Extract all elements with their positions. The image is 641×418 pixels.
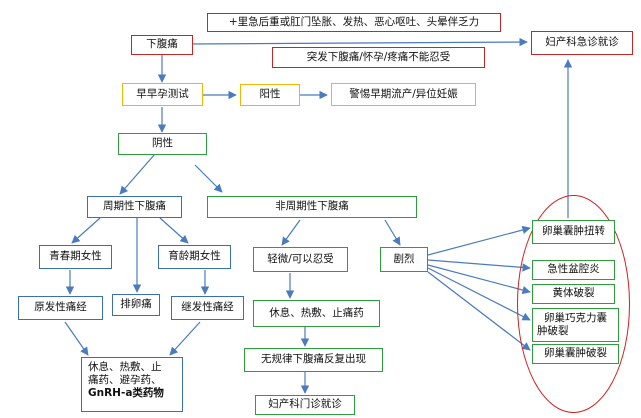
node-adolescent: 青春期女性 (39, 245, 112, 269)
arrow-severe-to-torsion (427, 225, 531, 256)
arrow-secondary-to-treatment (169, 321, 201, 356)
arrow-severe-to-rupture (427, 271, 531, 351)
node-mild-tolerable: 轻微/可以忍受 (253, 247, 348, 272)
node-secondary-dysmenorrhea: 继发性痛经 (171, 296, 244, 320)
node-recurrent-irregular: 无规律下腹痛反复出现 (244, 348, 383, 372)
node-severe: 剧烈 (380, 247, 428, 272)
node-acute-pid: 急性盆腔炎 (532, 260, 615, 280)
chocolate-cyst-line-1: 卵巢巧克力囊 (544, 311, 607, 324)
treatment-line-3: GnRH-a类药物 (88, 387, 164, 400)
node-treatment-options: 休息、热敷、止 痛药、避孕药、 GnRH-a类药物 (81, 357, 183, 412)
arrow-negative-to-periodic (119, 153, 156, 195)
arrow-pain-to-emergency (191, 37, 528, 47)
node-gyn-outpatient: 妇产科门诊就诊 (255, 395, 355, 415)
arrow-severe-to-luteum (427, 264, 531, 295)
arrow-nonperiodic-to-mild (281, 219, 301, 246)
arrow-periodic-to-childbearing (159, 217, 189, 244)
arrow-periodic-to-adolescent (71, 217, 101, 244)
node-positive: 阳性 (240, 84, 300, 106)
node-primary-dysmenorrhea: 原发性痛经 (18, 296, 103, 320)
node-rest-heat-analgesic: 休息、热敷、止痛药 (253, 300, 380, 327)
treatment-line-2: 痛药、避孕药、 (88, 374, 162, 387)
node-ovulation-pain: 排卵痛 (112, 294, 160, 316)
node-early-pregnancy-test: 早早孕测试 (122, 83, 203, 106)
node-negative: 阴性 (118, 133, 207, 155)
arrow-nonperiodic-to-severe (384, 219, 401, 246)
node-nonperiodic-pain: 非周期性下腹痛 (207, 196, 417, 218)
arrow-severe-to-chocolate (427, 267, 531, 321)
emergency-conditions-oval (517, 195, 630, 413)
node-ovarian-torsion: 卵巢囊肿扭转 (532, 220, 615, 244)
chocolate-cyst-line-2: 肿破裂 (537, 325, 569, 337)
node-lower-abdominal-pain: 下腹痛 (131, 35, 193, 55)
node-emergency-symptoms: +里急后重或肛门坠胀、发热、恶心呕吐、头晕伴乏力 (207, 13, 501, 32)
treatment-line-1: 休息、热敷、止 (88, 361, 162, 373)
node-corpus-luteum-rupture: 黄体破裂 (532, 284, 615, 304)
arrow-primary-to-treatment (64, 321, 89, 356)
arrow-negative-to-nonperiodic (194, 164, 223, 193)
node-sudden-pain: 突发下腹痛/怀孕/疼痛不能忍受 (272, 47, 485, 68)
node-periodic-pain: 周期性下腹痛 (87, 196, 182, 218)
node-gyn-emergency: 妇产科急诊就诊 (531, 31, 633, 55)
node-childbearing: 育龄期女性 (158, 245, 231, 269)
arrow-severe-to-pid (427, 259, 531, 272)
node-chocolate-cyst-rupture: 卵巢巧克力囊 肿破裂 (532, 308, 619, 342)
node-ovarian-cyst-rupture: 卵巢囊肿破裂 (532, 344, 619, 364)
node-warning: 警惕早期流产/异位妊娠 (331, 83, 476, 106)
